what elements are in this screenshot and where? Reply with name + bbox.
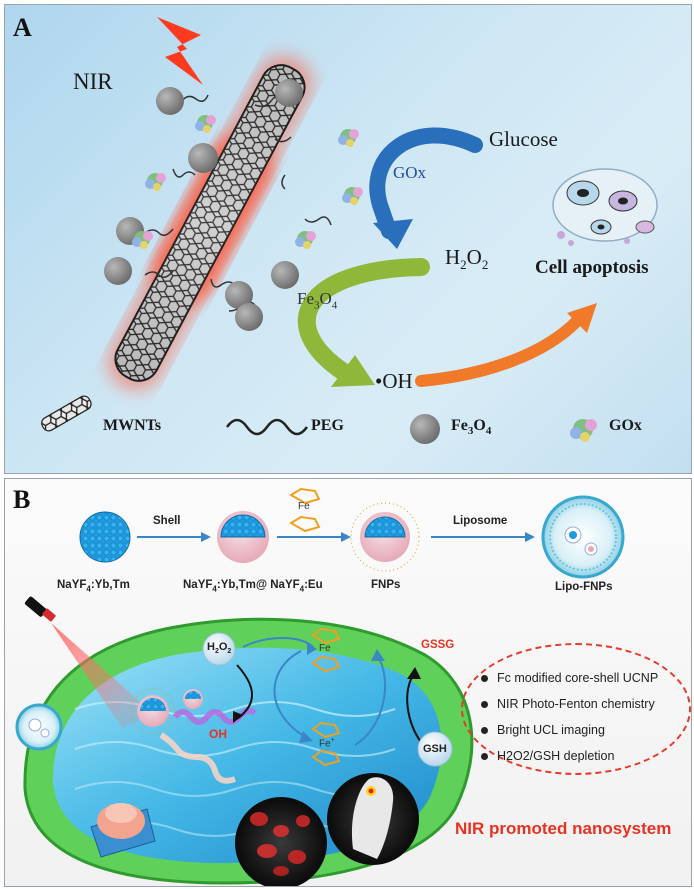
fe3o4-particles: [144, 93, 332, 312]
legend-fe3o4-label: Fe3O4: [451, 417, 492, 438]
fnp-in-cell: [130, 688, 203, 734]
fe-top-label: Fe: [298, 501, 310, 512]
fenton-cycle: [202, 627, 453, 767]
ferrocene-cycle-bottom-icon: [311, 721, 341, 767]
h2o2-cycle-label: H2O2: [207, 641, 232, 656]
feature-item: Bright UCL imaging: [481, 717, 658, 743]
cell-organelle: [90, 803, 156, 858]
ferrocene-cycle-top-icon: [311, 627, 341, 673]
gox-proteins: [132, 115, 363, 249]
h2o2-label: H2O2: [445, 245, 489, 273]
cell-apoptosis-icon: [552, 168, 658, 246]
liposome-label: Liposome: [453, 515, 508, 527]
legend-mwnts-label: MWNTs: [103, 417, 162, 434]
fe-cycle-bottom-label: Fe+: [319, 737, 335, 750]
panel-b-diagram: [15, 487, 625, 886]
lipo-fnp-particle: [541, 495, 625, 579]
feature-item: Fc modified core-shell UCNP: [481, 665, 658, 691]
fnps-name: FNPs: [371, 579, 401, 591]
gox-arrow: [369, 127, 483, 239]
gssg-label: GSSG: [421, 639, 455, 651]
panel-a-diagram: [41, 17, 658, 444]
laser-icon: [24, 596, 56, 622]
feature-item: H2O2/GSH depletion: [481, 743, 658, 769]
laser-beam: [51, 623, 153, 729]
top-row-arrows: [137, 532, 535, 542]
nir-label: NIR: [73, 69, 113, 94]
lightning-icon: [157, 17, 203, 85]
mouse-imaging-circle: [327, 773, 419, 865]
red-emission: [159, 732, 237, 784]
fe3o4-arrow: [297, 258, 430, 382]
shell-label: Shell: [153, 515, 181, 527]
core-name: NaYF4:Yb,Tm: [57, 579, 130, 594]
h2o2-bubble: [202, 632, 236, 666]
ferrocene-top-icon: [289, 487, 321, 533]
glucose-label: Glucose: [489, 127, 558, 151]
panel-a: A: [4, 4, 692, 474]
cell-apoptosis-label: Cell apoptosis: [535, 257, 649, 278]
legend-gox-label: GOx: [609, 417, 642, 434]
legend-mwnts-icon: [41, 395, 92, 432]
features-ellipse: [461, 643, 691, 775]
gox-label: GOx: [393, 163, 427, 182]
core-nanoparticle: [79, 511, 131, 563]
endocytosed-liposome: [15, 703, 63, 751]
panel-b: B: [4, 478, 692, 887]
lipo-fnps-name: Lipo-FNPs: [555, 581, 613, 593]
hydroxyl-radical-label: •OH: [375, 369, 413, 393]
fe3o4-arrow-label: Fe3O4: [297, 289, 338, 312]
features-list: Fc modified core-shell UCNP NIR Photo-Fe…: [481, 665, 658, 769]
legend-peg-label: PEG: [311, 417, 344, 434]
legend-gox-icon: [570, 419, 597, 442]
gsh-bubble: [417, 731, 453, 767]
slogan: NIR promoted nanosystem: [455, 819, 672, 838]
oh-cycle-label: OH: [209, 727, 227, 741]
apoptosis-arrow: [415, 313, 585, 387]
panel-b-label: B: [13, 485, 31, 514]
legend-peg-icon: [225, 418, 309, 436]
fnp-particle: [350, 502, 420, 572]
cell-imaging-circle: [235, 797, 327, 886]
panel-a-label: A: [13, 13, 32, 42]
fe-cycle-top-label: Fe: [319, 643, 331, 654]
gsh-label: GSH: [423, 743, 447, 755]
core-shell-name: NaYF4:Yb,Tm@ NaYF4:Eu: [183, 579, 323, 594]
legend-fe3o4-icon: [410, 414, 440, 444]
feature-item: NIR Photo-Fenton chemistry: [481, 691, 658, 717]
